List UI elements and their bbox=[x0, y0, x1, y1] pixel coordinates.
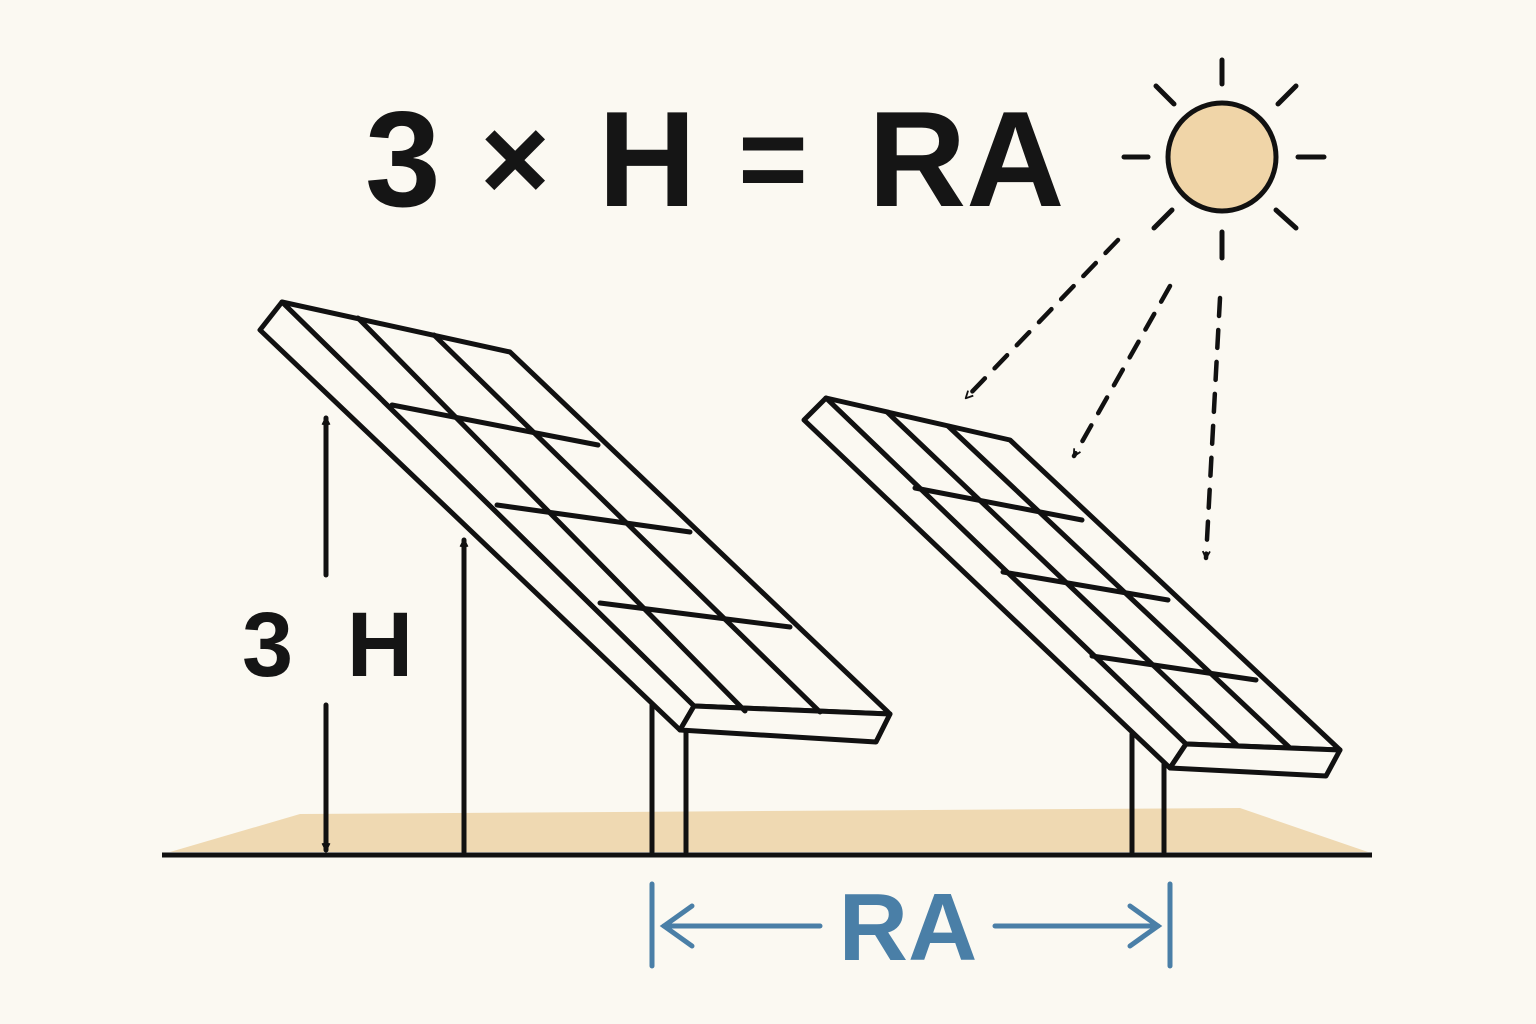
spacing-arrowhead-left bbox=[659, 903, 695, 949]
panel-cell-line bbox=[1000, 569, 1171, 603]
spacing-dimension bbox=[649, 881, 1173, 969]
solar-panel-front-row bbox=[257, 299, 893, 855]
panel-cell-line bbox=[1089, 653, 1259, 683]
height-dimension-label: 3 H bbox=[242, 594, 427, 696]
sun-ray bbox=[1273, 207, 1299, 231]
formula-result: RA bbox=[868, 83, 1064, 235]
height-dimension bbox=[326, 415, 464, 855]
panel-bottom-edge bbox=[677, 703, 893, 745]
sun-ray bbox=[1151, 207, 1175, 231]
solar-panel-back-row bbox=[801, 395, 1343, 855]
ground-shade bbox=[170, 808, 1368, 852]
spacing-arrowhead-right bbox=[1127, 903, 1163, 949]
panel-cell-line bbox=[945, 423, 1293, 751]
panel-surface bbox=[823, 395, 1343, 753]
panel-cell-line bbox=[389, 402, 601, 448]
panel-cell-line bbox=[597, 600, 793, 630]
spacing-dimension-label: RA bbox=[839, 874, 978, 981]
formula-times: × bbox=[480, 92, 550, 226]
sun-disc bbox=[1165, 100, 1279, 214]
ground bbox=[162, 808, 1372, 858]
sun-ray bbox=[1153, 83, 1177, 107]
sun-icon bbox=[1121, 57, 1327, 261]
formula: 3 × H = RA bbox=[365, 83, 1064, 235]
sunlight-arrow-icon bbox=[963, 237, 1121, 401]
formula-multiplier: 3 bbox=[365, 83, 441, 235]
panel-cell-line bbox=[884, 409, 1241, 749]
sunlight-arrow-icon bbox=[1071, 283, 1173, 459]
formula-equals: = bbox=[738, 92, 808, 226]
sunlight-arrow-icon bbox=[1206, 295, 1223, 561]
panel-bottom-edge bbox=[1167, 741, 1343, 779]
panel-cell-line bbox=[494, 502, 693, 535]
sunlight-rays bbox=[963, 237, 1223, 561]
panel-cell-line bbox=[912, 485, 1085, 523]
formula-height: H bbox=[598, 83, 696, 235]
sun-ray bbox=[1275, 83, 1299, 107]
